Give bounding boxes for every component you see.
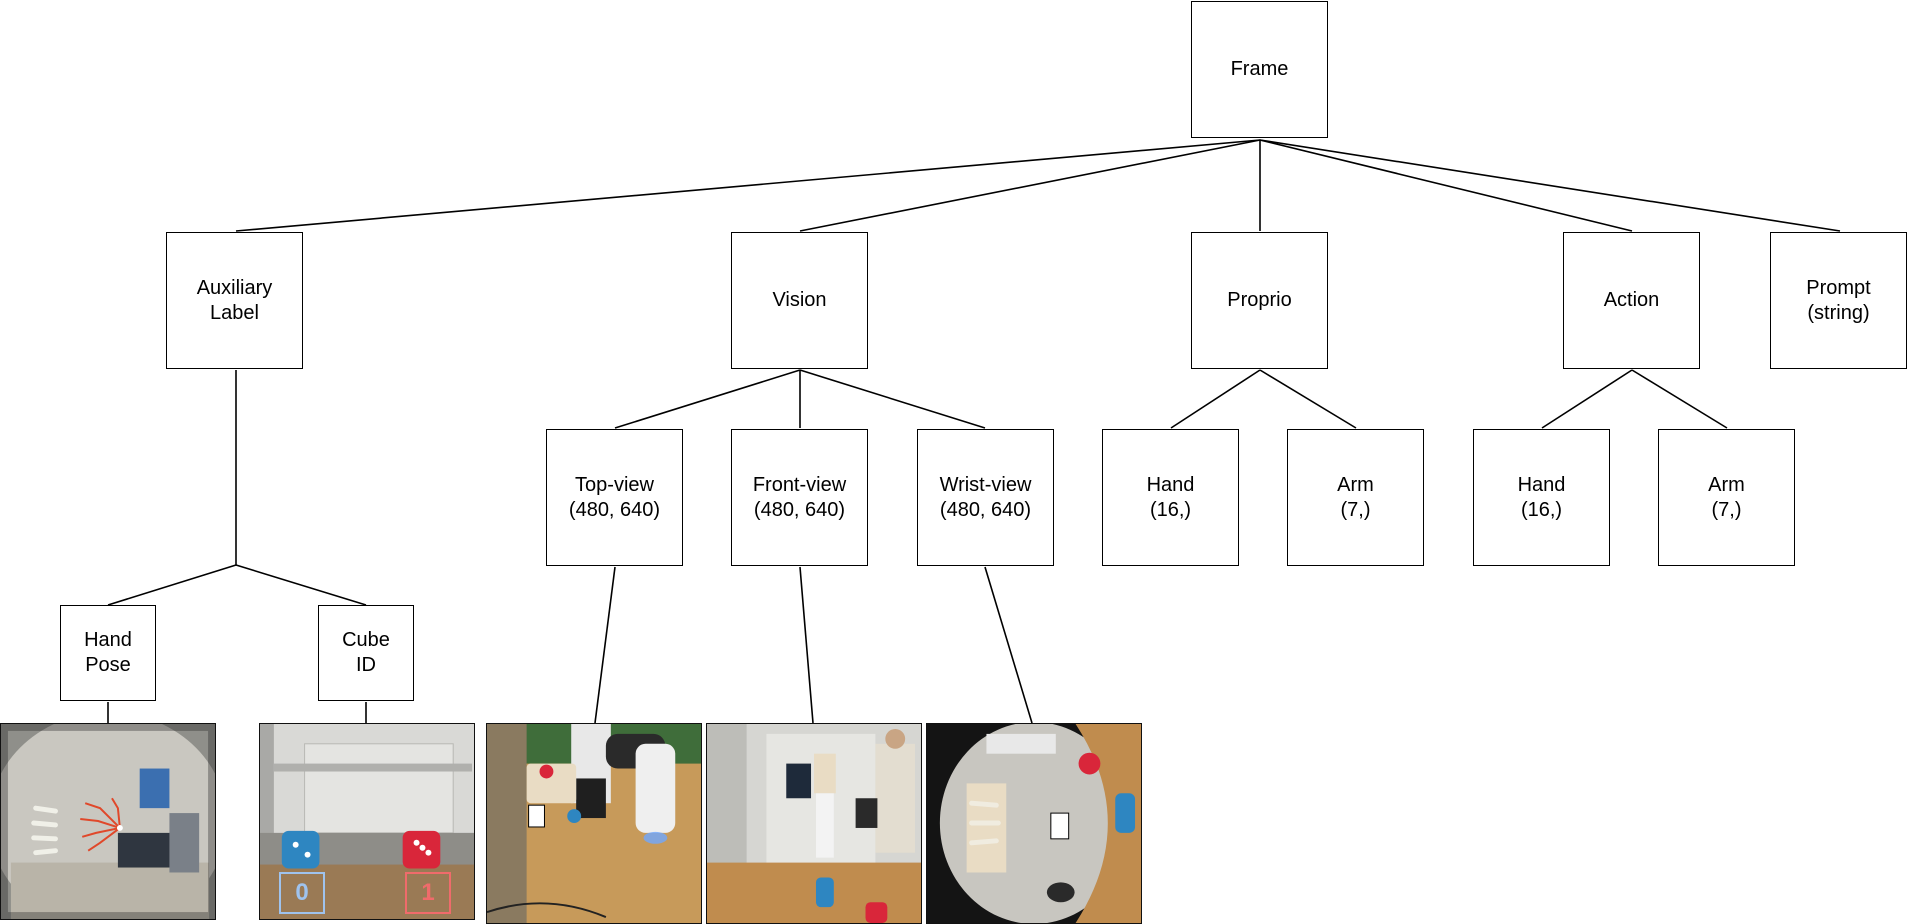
- proprio-arm-node: Arm (7,): [1287, 429, 1424, 566]
- edge-junction-hand-pose: [107, 564, 237, 606]
- edge-frame-prompt: [1259, 139, 1841, 232]
- action-label: Action: [1603, 289, 1660, 311]
- cube-id-red-label: 1: [405, 872, 451, 914]
- edge-action-arm: [1631, 369, 1728, 429]
- cube-id-label: Cube ID: [342, 629, 390, 676]
- action-hand-node: Hand (16,): [1473, 429, 1610, 566]
- proprio-hand-node: Hand (16,): [1102, 429, 1239, 566]
- edge-frame-auxiliary: [235, 139, 1261, 232]
- edge-vision-wrist: [799, 369, 986, 429]
- proprio-hand-label: Hand (16,): [1146, 473, 1195, 521]
- edge-wrist-photo: [984, 566, 1033, 724]
- edge-proprio-hand: [1170, 369, 1261, 429]
- front-view-photo: [706, 723, 922, 924]
- top-view-label: Top-view (480, 640): [568, 473, 661, 521]
- cube-id-node: Cube ID: [318, 605, 414, 701]
- edge-action-hand: [1541, 369, 1633, 429]
- auxiliary-label-node: Auxiliary Label: [166, 232, 303, 369]
- edge-junction-cube-id: [235, 564, 367, 606]
- action-arm-node: Arm (7,): [1658, 429, 1795, 566]
- top-view-node: Top-view (480, 640): [546, 429, 683, 566]
- proprio-node: Proprio: [1191, 232, 1328, 369]
- action-hand-label: Hand (16,): [1517, 473, 1566, 521]
- cube-id-red-value: 1: [421, 879, 435, 906]
- proprio-arm-label: Arm (7,): [1337, 473, 1374, 521]
- cube-id-blue-label: 0: [279, 872, 325, 914]
- hand-pose-photo: [0, 723, 216, 920]
- front-view-label: Front-view (480, 640): [752, 473, 847, 521]
- frame-node: Frame: [1191, 1, 1328, 138]
- prompt-node: Prompt (string): [1770, 232, 1907, 369]
- auxiliary-label-label: Auxiliary Label: [196, 276, 273, 324]
- wrist-view-label: Wrist-view (480, 640): [939, 473, 1032, 521]
- vision-node: Vision: [731, 232, 868, 369]
- edge-front-photo: [799, 566, 814, 724]
- edge-frame-vision: [799, 139, 1261, 232]
- cube-id-blue-value: 0: [295, 879, 309, 906]
- edge-proprio-arm: [1259, 369, 1357, 429]
- prompt-label: Prompt (string): [1806, 276, 1871, 324]
- action-node: Action: [1563, 232, 1700, 369]
- hand-pose-label: Hand Pose: [84, 629, 132, 676]
- edge-vision-top: [614, 369, 801, 429]
- wrist-view-node: Wrist-view (480, 640): [917, 429, 1054, 566]
- action-arm-label: Arm (7,): [1708, 473, 1745, 521]
- cube-id-photo: 0 1: [259, 723, 475, 920]
- top-view-photo: [486, 723, 702, 924]
- wrist-view-photo: [926, 723, 1142, 924]
- edge-frame-action: [1259, 139, 1633, 232]
- front-view-node: Front-view (480, 640): [731, 429, 868, 566]
- vision-label: Vision: [772, 289, 827, 311]
- proprio-label: Proprio: [1227, 289, 1292, 311]
- hand-pose-node: Hand Pose: [60, 605, 156, 701]
- frame-label: Frame: [1230, 58, 1289, 80]
- edge-top-photo: [594, 566, 616, 724]
